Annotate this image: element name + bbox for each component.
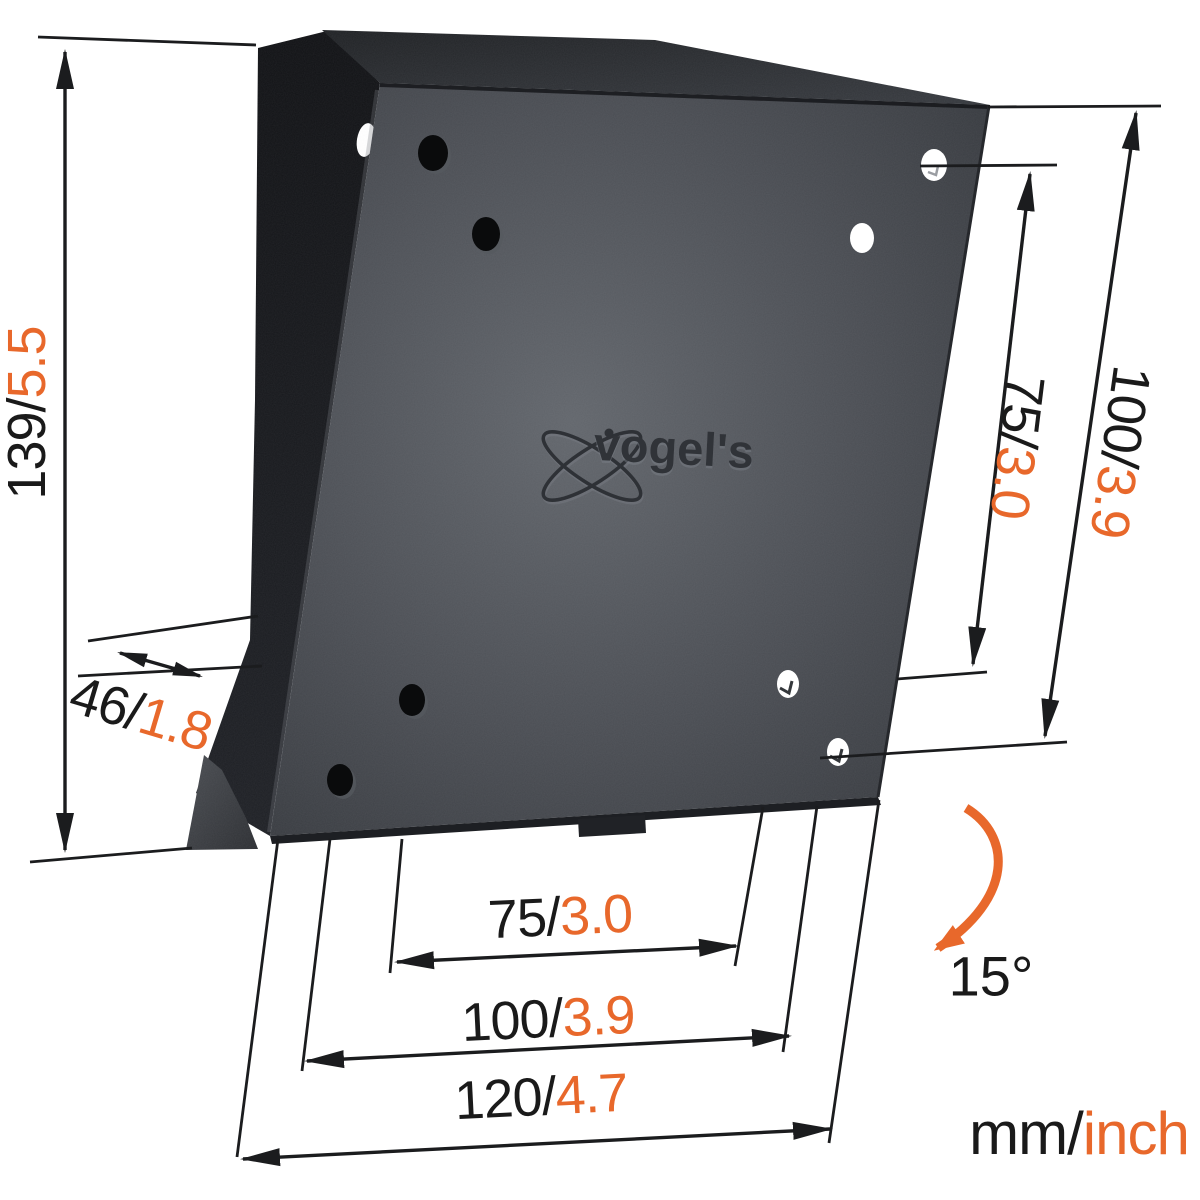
tilt-angle-annotation: 15° bbox=[933, 804, 1034, 1008]
vogels-atom-icon bbox=[541, 428, 644, 505]
tilt-angle-label: 15° bbox=[949, 945, 1034, 1008]
extension-line bbox=[235, 838, 280, 1158]
bottom-tab bbox=[578, 815, 646, 837]
width-label: 120/4.7 bbox=[453, 1063, 629, 1132]
dimension-line-width bbox=[240, 1121, 833, 1167]
extension-line bbox=[733, 806, 765, 967]
dimension-line-vesa-v75 bbox=[968, 171, 1035, 667]
dimension-line-vesa-v100 bbox=[1041, 110, 1140, 739]
extension-line bbox=[827, 799, 881, 1144]
vesa-v75-label: 75/3.0 bbox=[979, 372, 1056, 522]
vesa-horizontal-75-dimension: 75/3.0 bbox=[388, 806, 765, 974]
extension-line bbox=[300, 838, 332, 1072]
left-fold-highlight bbox=[267, 89, 379, 833]
extension-line bbox=[781, 805, 819, 1053]
plate-bottom-thickness bbox=[270, 797, 881, 844]
dimension-line-vesa-h100 bbox=[304, 1028, 792, 1069]
vesa-vertical-100-dimension: 100/3.9 bbox=[819, 104, 1162, 760]
vesa-h75-label: 75/3.0 bbox=[487, 884, 634, 951]
extension-line bbox=[37, 35, 257, 47]
vesa-horizontal-100-dimension: 100/3.9 bbox=[300, 805, 819, 1072]
logo-text-highlight: vogel's bbox=[592, 419, 755, 480]
dimension-line-vesa-h75 bbox=[394, 938, 739, 970]
extension-line bbox=[388, 838, 404, 974]
depth-label: 46/1.8 bbox=[63, 665, 218, 763]
vesa-holes-dark bbox=[327, 135, 503, 799]
extension-line bbox=[987, 104, 1162, 109]
extension-line bbox=[896, 670, 988, 681]
metal-texture bbox=[186, 30, 990, 850]
vesa-v100-label: 100/3.9 bbox=[1078, 362, 1162, 542]
logo-text: vogel's bbox=[593, 417, 756, 478]
vogels-logo: vogel's vogel's bbox=[541, 417, 756, 505]
vesa-h100-label: 100/3.9 bbox=[460, 985, 636, 1053]
extension-line bbox=[919, 163, 1058, 168]
top-fold-shadow bbox=[379, 83, 991, 109]
height-label: 139/5.5 bbox=[0, 326, 57, 499]
extension-line bbox=[87, 614, 259, 643]
wall-mount-bracket: vogel's vogel's bbox=[186, 30, 991, 850]
width-dimension: 120/4.7 bbox=[235, 799, 881, 1167]
height-dimension: 139/5.5 bbox=[0, 35, 257, 864]
units-legend: mm/inch bbox=[969, 1100, 1189, 1167]
dimension-line-depth bbox=[117, 651, 203, 678]
extension-line bbox=[29, 846, 193, 864]
extension-line bbox=[819, 740, 1068, 760]
tilt-arc-arrow-icon bbox=[933, 804, 1003, 952]
